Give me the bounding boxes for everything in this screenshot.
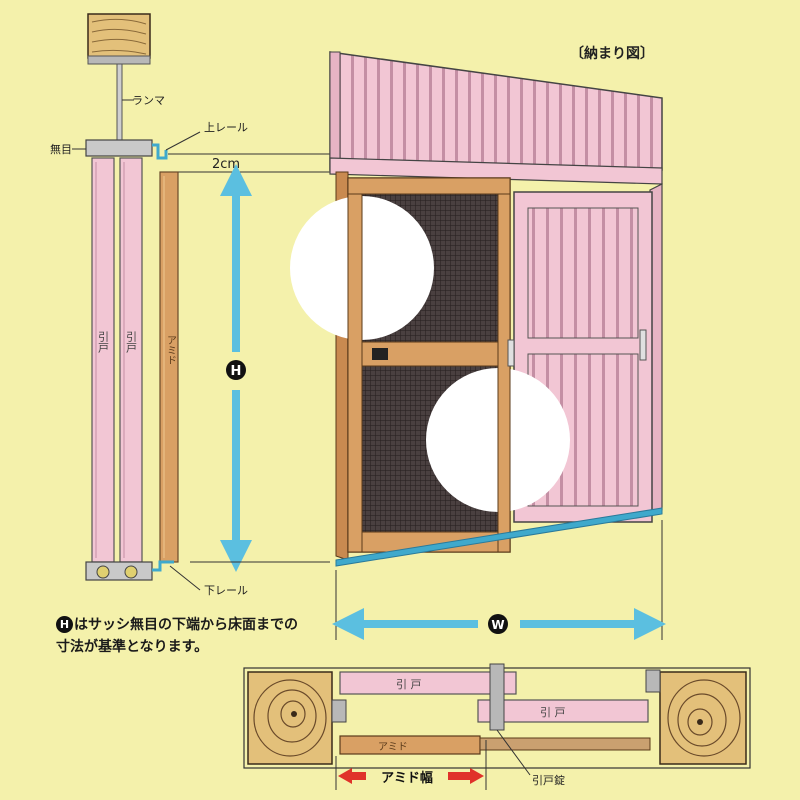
floor-rail [335,507,663,567]
plan-view: 引 戸 引 戸 アミド アミド幅 引戸錠 [243,663,751,790]
plan-frame-left [331,699,347,723]
h-badge [226,360,246,380]
mujiki-label: 無目 [50,142,72,156]
hikido-label-2: 引戸 [125,330,138,354]
note-h-badge: H [56,616,73,633]
bottom-sill [85,561,153,581]
upper-rail-label: 上レール [204,121,248,134]
plan-rail [479,737,651,751]
mujiki-bar [85,139,153,157]
amido-width-arrow-right [470,768,484,784]
ranma-stem [116,63,123,141]
hikido-lock-label: 引戸錠 [532,773,565,787]
plan-hikido-2-label: 引 戸 [540,705,566,719]
amido-side-label: アミド [165,335,176,365]
gap-label: 2cm [212,157,240,172]
section-view: ランマ 無目 上レール 2cm 引戸 引戸 アミド [50,13,330,597]
plan-hikido-1 [339,671,517,695]
lower-rail-label: 下レール [204,584,248,597]
plan-amido-label: アミド [378,742,408,753]
plan-hikido-1-label: 引 戸 [396,677,422,691]
hikido-door [513,191,653,523]
amido-handle [372,348,388,360]
top-wood-block [87,13,151,65]
hikido-panel-1: 引戸 [91,157,115,563]
diagram-title: 〔納まり図〕 [570,45,654,62]
amido-panel-side: アミド [159,171,179,563]
hikido-panel-2: 引戸 [119,157,143,563]
ranma-panel [329,51,663,171]
lower-rail [152,560,174,572]
perspective-view: 〔納まり図〕 [290,45,666,640]
hikido-label-1: 引戸 [97,330,110,354]
plan-wood-right [659,671,747,765]
plan-amido [339,735,481,755]
h-symbol: H [231,364,242,379]
plan-hikido-2 [477,699,649,723]
upper-rail [152,143,168,160]
amido-width-label: アミド幅 [381,770,433,786]
plan-wood-left [247,671,333,765]
w-badge [488,614,508,634]
plan-frame-right [645,669,661,693]
amido-width-arrow-left [338,768,352,784]
ranma-label: ランマ [132,94,165,107]
amido-door [290,171,570,561]
note-text: はサッシ無目の下端から床面までの寸法が基準となります。 [56,617,298,655]
w-symbol: W [491,618,504,632]
plan-lock-block [489,663,505,731]
